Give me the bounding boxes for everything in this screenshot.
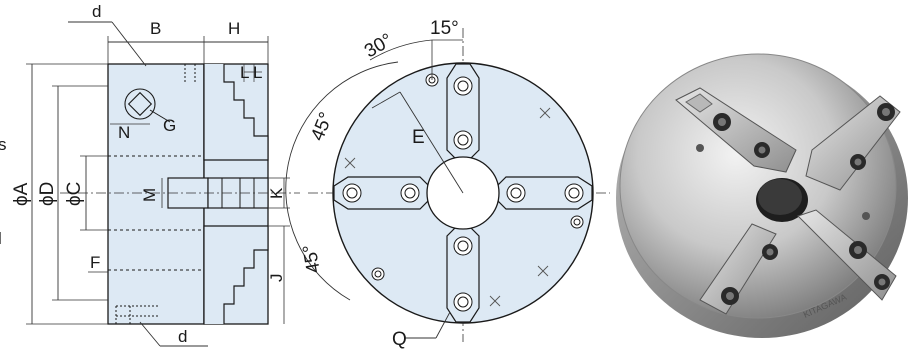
dim-label-L1: L [240, 63, 249, 82]
dim-label-d-bottom: d [178, 327, 187, 346]
side-lower-jaw [203, 225, 269, 324]
side-socket [124, 88, 156, 120]
front-view: 30° 15° 45° 45° E Q [285, 18, 610, 350]
dim-label-G: G [163, 116, 176, 135]
front-jaw-bottom [446, 219, 480, 323]
photo-jaw-top [675, 87, 797, 173]
angle-label-45-bottom: 45° [299, 243, 325, 275]
dim-label-B: B [150, 19, 161, 38]
dim-label-M: M [140, 188, 159, 202]
side-view: s l B [0, 2, 300, 347]
angle-label-15: 15° [430, 18, 459, 39]
front-jaw-left [333, 176, 437, 210]
dim-label-d-top: d [92, 2, 101, 21]
dim-label-phiD: ϕD [37, 182, 58, 206]
dim-label-K: K [267, 187, 286, 199]
dim-label-E: E [412, 127, 425, 148]
dim-label-F: F [90, 253, 100, 272]
photo-jaw-left [699, 223, 778, 315]
front-jaw-top [446, 63, 480, 167]
edge-label-l: l [0, 229, 2, 248]
dim-label-phiA: ϕA [11, 182, 32, 206]
dim-label-phiC: ϕC [64, 182, 85, 206]
side-upper-jaw [203, 64, 269, 161]
dim-label-J: J [267, 274, 286, 283]
dim-label-H: H [228, 19, 240, 38]
photo-jaw-bottom [797, 209, 897, 301]
angle-label-45-top: 45° [307, 109, 337, 144]
dim-label-L2: L [253, 63, 262, 82]
edge-label-s: s [0, 135, 7, 154]
photo-jaw-right [805, 95, 901, 191]
chuck-photo: KITAGAWA [616, 53, 908, 338]
dim-label-N: N [118, 123, 130, 142]
front-jaw-right [489, 176, 593, 210]
dim-label-Q: Q [392, 329, 407, 350]
angle-label-30: 30° [361, 30, 396, 63]
